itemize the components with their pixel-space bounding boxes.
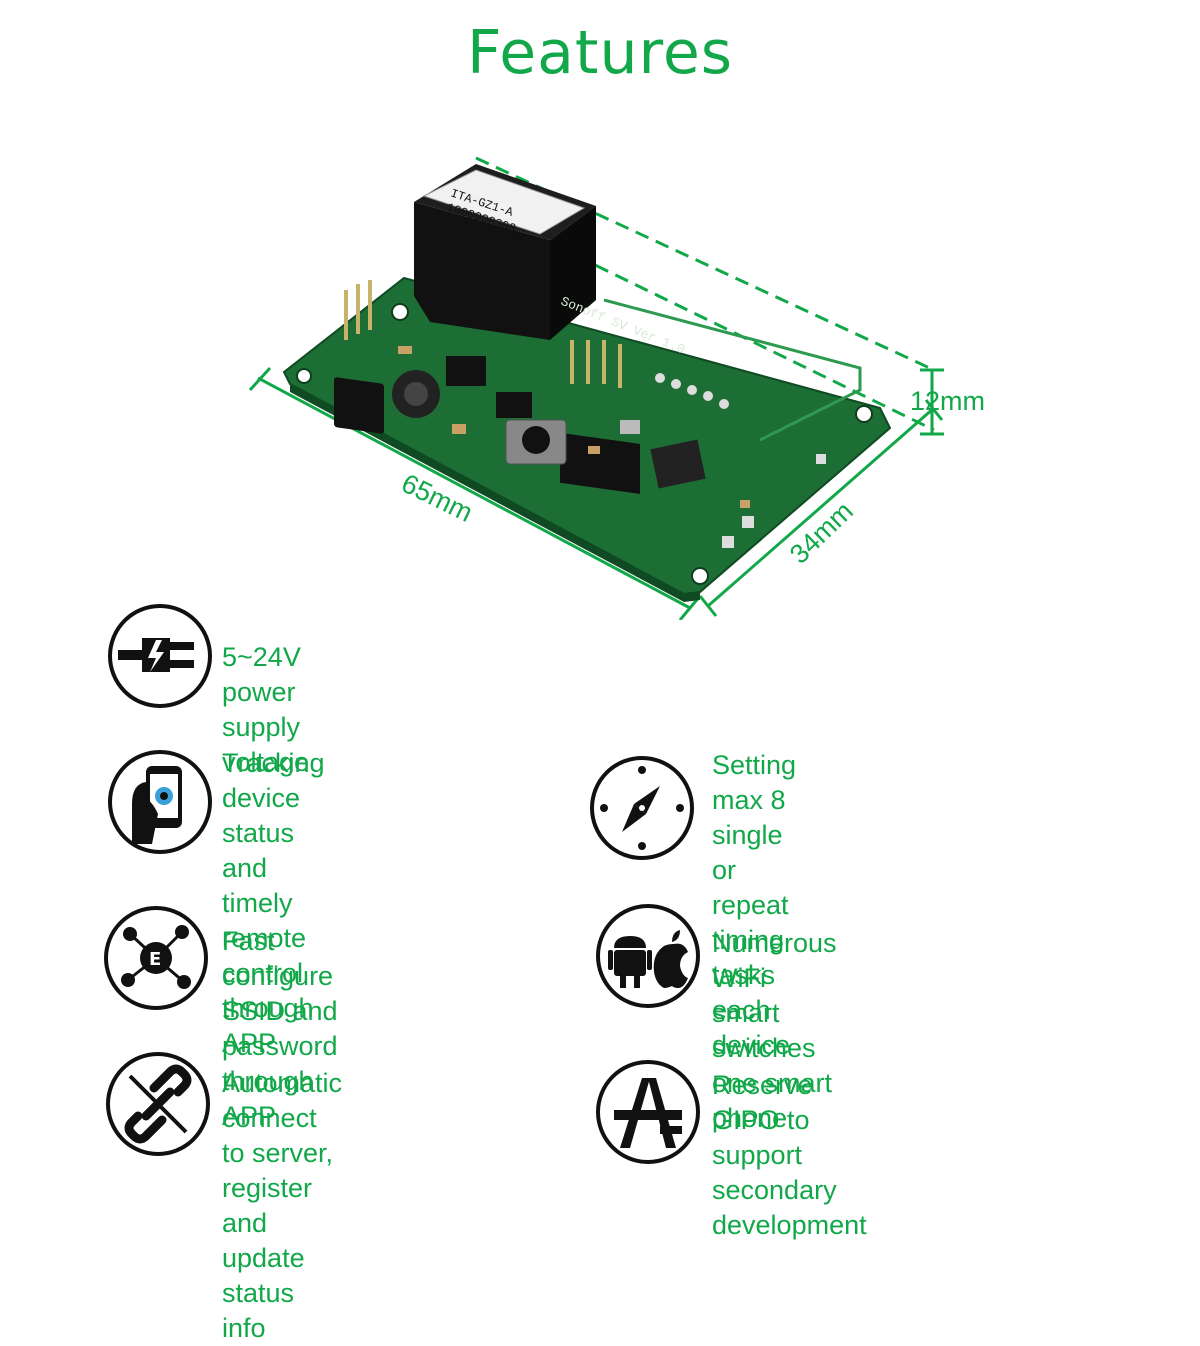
power-plug-icon [108, 604, 212, 708]
height-label: 12mm [910, 386, 986, 416]
feature-text: 5~24V power supply voltage [222, 642, 310, 777]
feature-text: Setting max 8 single or repeat timing ta… [712, 750, 797, 1060]
pcb-board-image: ITA-GZ1-A 1000000308 IS-12D-K1 [248, 156, 944, 620]
feature-text: Tracking device status and timely remote… [222, 748, 325, 1058]
phone-hand-icon [108, 750, 212, 854]
svg-text:E: E [149, 949, 161, 970]
page-title: Features [467, 18, 733, 88]
mcu-chip [650, 439, 706, 489]
network-hub-icon: E [104, 906, 208, 1010]
feature-text: Fast configure SSID and password through… [222, 926, 338, 1131]
relay [414, 202, 550, 340]
compass-icon [590, 756, 694, 860]
feature-text: Reserve GIPO to support secondary develo… [712, 1070, 867, 1240]
dimension-line-length [257, 376, 691, 610]
android-apple-icon [596, 904, 700, 1008]
dimension-line-width [707, 406, 935, 608]
chain-link-icon [106, 1052, 210, 1156]
feature-text: Numerous WiFi smart switches one smart p… [712, 928, 837, 1133]
app-store-icon [596, 1060, 700, 1164]
feature-text: Automatic connect to server, register an… [222, 1068, 343, 1343]
